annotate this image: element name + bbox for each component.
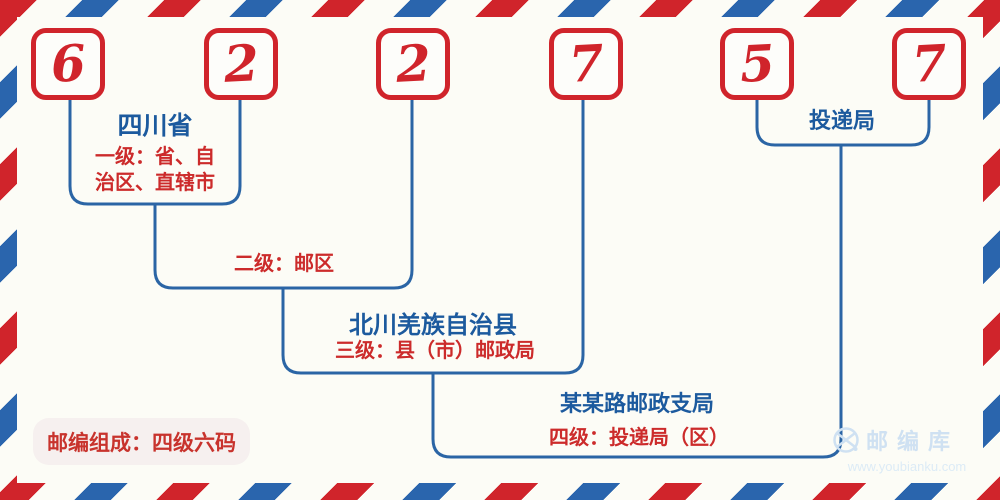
digit-3: 2 [394,33,432,94]
digit-5: 5 [738,33,776,94]
level3-county-name: 北川羌族自治县 [349,310,517,339]
composition-note-badge: 邮编组成：四级六码 [33,418,250,465]
level3-desc: 三级：县（市）邮政局 [335,340,535,362]
level1-desc-line2: 治区、直辖市 [95,172,215,194]
digit-4: 7 [567,33,605,94]
digit-box-3: 2 [376,28,450,100]
digit-1: 6 [49,33,87,94]
composition-note-text: 邮编组成：四级六码 [47,429,236,455]
envelope-logo-icon [833,427,859,453]
level2-desc: 二级：邮区 [234,253,334,275]
level1-province-name: 四川省 [117,111,193,140]
digit-box-6: 7 [892,28,966,100]
digit-box-4: 7 [549,28,623,100]
watermark-brand: 邮编库 [866,429,960,454]
level4-desc: 四级：投递局（区） [549,427,729,449]
level4-branch-name: 某某路邮政支局 [559,391,715,417]
level1-desc-line1: 一级：省、自 [95,146,215,168]
digit-box-5: 5 [720,28,794,100]
digit-2: 2 [222,33,260,94]
digit-6: 7 [910,33,948,94]
site-watermark: 邮编库 www.youbianku.com [832,424,982,486]
watermark-url: www.youbianku.com [847,459,967,474]
delivery-office-label: 投递局 [808,108,876,134]
digit-box-1: 6 [31,28,105,100]
content-panel [17,17,983,483]
digit-box-2: 2 [204,28,278,100]
